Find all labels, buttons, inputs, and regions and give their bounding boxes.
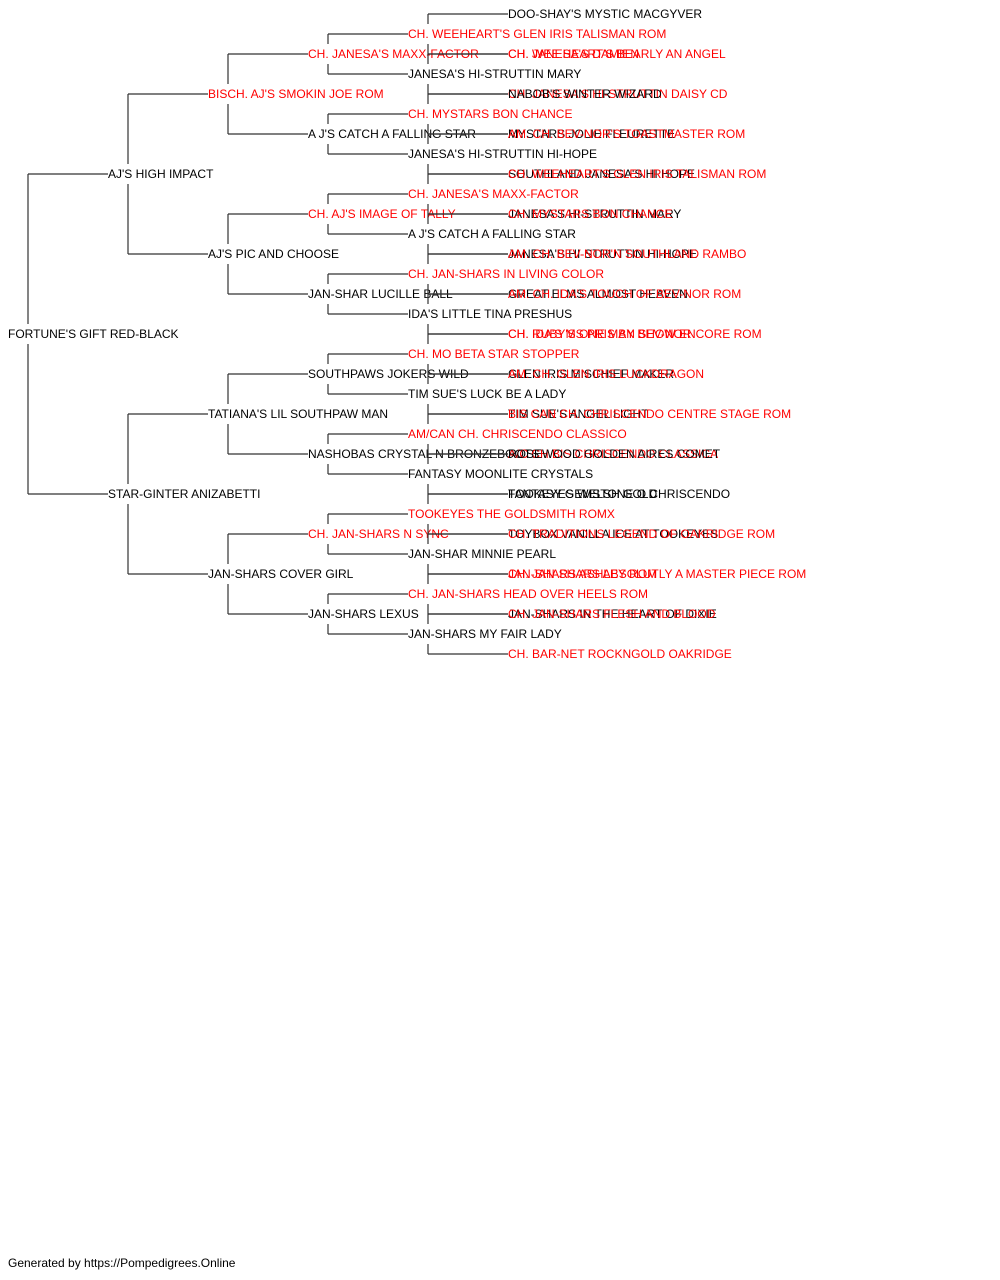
dog-name-ch-jan-shars-head-over-heels-rom[interactable]: CH. JAN-SHARS HEAD OVER HEELS ROM bbox=[408, 587, 648, 601]
dog-name-ida-s-little-tina-preshus[interactable]: IDA'S LITTLE TINA PRESHUS bbox=[408, 307, 572, 321]
dog-name-ch-janesa-s-maxx-factor[interactable]: CH. JANESA'S MAXX-FACTOR bbox=[308, 47, 479, 61]
dog-name-am-ch-ida-s-touch-of-bev-nor-rom[interactable]: AM. CH. IDA'S TOUCH OF BEV-NOR ROM bbox=[508, 287, 741, 301]
dog-name-jan-shars-ashley-rom[interactable]: JAN-SHARS ASHLEY ROM bbox=[508, 567, 657, 581]
dog-name-am-ch-bev-nor-n-southland-rambo[interactable]: AM. CH. BEV-NOR'N SOUTHLAND RAMBO bbox=[508, 247, 746, 261]
dog-name-glen-iris-mischief-maker[interactable]: GLEN IRIS MISCHIEF MAKER bbox=[508, 367, 674, 381]
dog-name-bis-can-ch-chriscendo-centre-stage-rom[interactable]: BIS CAN CH. CHRISCENDO CENTRE STAGE ROM bbox=[508, 407, 791, 421]
dog-name-southland-janesa-s-hi-hope[interactable]: SOUTHLAND JANESA'S HI HOPE bbox=[508, 167, 695, 181]
dog-name-ch-wee-heart-s-bearly-an-angel[interactable]: CH. WEE HEART'S BEARLY AN ANGEL bbox=[508, 47, 726, 61]
dog-name-tatiana-s-lil-southpaw-man[interactable]: TATIANA'S LIL SOUTHPAW MAN bbox=[208, 407, 388, 421]
dog-name-ch-mystars-bon-chance[interactable]: CH. MYSTARS BON CHANCE bbox=[508, 207, 672, 221]
dog-name-janesa-s-hi-struttin-mary[interactable]: JANESA'S HI-STRUTTIN MARY bbox=[408, 67, 581, 81]
dog-name-jan-shar-minnie-pearl[interactable]: JAN-SHAR MINNIE PEARL bbox=[408, 547, 556, 561]
dog-name-am-ch-bev-nor-s-toastmaster-rom[interactable]: AM. CH. BEV-NOR'S TOASTMASTER ROM bbox=[508, 127, 745, 141]
dog-name-fantasy-moonlite-crystals[interactable]: FANTASY MOONLITE CRYSTALS bbox=[408, 467, 593, 481]
dog-name-fortune-s-gift-red-black[interactable]: FORTUNE'S GIFT RED-BLACK bbox=[8, 327, 179, 341]
dog-name-ch-jan-shars-in-living-color[interactable]: CH. JAN-SHARS IN LIVING COLOR bbox=[408, 267, 604, 281]
dog-name-jan-shars-cover-girl[interactable]: JAN-SHARS COVER GIRL bbox=[208, 567, 354, 581]
dog-name-jan-shar-lucille-ball[interactable]: JAN-SHAR LUCILLE BALL bbox=[308, 287, 453, 301]
dog-name-janesa-s-hi-struttin-hi-hope[interactable]: JANESA'S HI-STRUTTIN HI-HOPE bbox=[408, 147, 597, 161]
dog-name-toybox-vanilla-ice-at-tookeyes[interactable]: TOYBOX VANILLA ICE AT TOOKEYES bbox=[508, 527, 718, 541]
dog-name-ch-traditions-legend-of-oakridge-rom[interactable]: CH. TRADITIONS LEGEND OF OAKRIDGE ROM bbox=[508, 527, 775, 541]
dog-name-ch-janesa-s-hi-struttin-daisy-cd[interactable]: CH. JANESA'S HI-STRUTTIN DAISY CD bbox=[508, 87, 728, 101]
dog-name-bisch-aj-s-smokin-joe-rom[interactable]: BISCH. AJ'S SMOKIN JOE ROM bbox=[208, 87, 384, 101]
dog-name-fantasy-gemstone-o-chriscendo[interactable]: FANTASY GEMSTONE O CHRISCENDO bbox=[508, 487, 730, 501]
dog-name-jan-shars-in-the-heart-of-dixie[interactable]: JAN-SHARS IN THE HEART OF DIXIE bbox=[508, 607, 717, 621]
dog-name-nabob-s-winter-wizard[interactable]: NABOB'S WINTER WIZARD bbox=[508, 87, 662, 101]
dog-name-ch-aj-s-image-of-tally[interactable]: CH. AJ'S IMAGE OF TALLY bbox=[308, 207, 456, 221]
dog-name-jan-shars-my-fair-lady[interactable]: JAN-SHARS MY FAIR LADY bbox=[408, 627, 562, 641]
dog-name-ch-ruby-s-one-man-show-encore-rom[interactable]: CH. RUBY'S ONE MAN SHOW ENCORE ROM bbox=[508, 327, 762, 341]
dog-name-star-ginter-anizabetti[interactable]: STAR-GINTER ANIZABETTI bbox=[108, 487, 260, 501]
dog-name-ch-jan-shars-flesh-and-blood[interactable]: CH. JAN-SHARS FLESH AND BLOOD bbox=[508, 607, 716, 621]
dog-name-southpaws-jokers-wild[interactable]: SOUTHPAWS JOKERS WILD bbox=[308, 367, 469, 381]
dog-name-mystars-jolie-fleurette[interactable]: MYSTARS JOLIE FLEURETTE bbox=[508, 127, 675, 141]
dog-name-am-can-ch-chriscendo-classico[interactable]: AM/CAN CH. CHRISCENDO CLASSICO bbox=[408, 427, 627, 441]
dog-name-ch-jan-shars-absolutly-a-master-piece-rom[interactable]: CH. JAN-SHARS ABSOLUTLY A MASTER PIECE R… bbox=[508, 567, 806, 581]
dog-name-tookeyes-welsh-gold[interactable]: TOOKEYES WELSH GOLD bbox=[508, 487, 657, 501]
dog-name-ch-weeheart-s-glen-iris-talisman-rom[interactable]: CH. WEEHEART'S GLEN IRIS TALISMAN ROM bbox=[408, 27, 666, 41]
dog-name-doo-shay-s-mystic-macgyver[interactable]: DOO-SHAY'S MYSTIC MACGYVER bbox=[508, 7, 702, 21]
dog-name-a-c-ch-bis-chriscendo-classica[interactable]: A/C CH.BIS CHRISCENDO CLASSICA bbox=[508, 447, 718, 461]
dog-name-tim-sue-s-luck-be-a-lady[interactable]: TIM SUE'S LUCK BE A LADY bbox=[408, 387, 566, 401]
dog-name-ch-ida-s-ms-pris-by-bev-nor[interactable]: CH. IDA'S MS PRIS BY BEV-NOR bbox=[508, 327, 692, 341]
dog-name-aj-s-pic-and-choose[interactable]: AJ'S PIC AND CHOOSE bbox=[208, 247, 339, 261]
dog-name-ch-jan-shars-n-sync[interactable]: CH. JAN-SHARS N SYNC bbox=[308, 527, 449, 541]
dog-name-great-elms-almost-heaven[interactable]: GREAT ELMS ALMOST HEAVEN bbox=[508, 287, 688, 301]
dog-name-ch-janesa-s-maxx-factor[interactable]: CH. JANESA'S MAXX-FACTOR bbox=[408, 187, 579, 201]
dog-name-aj-s-high-impact[interactable]: AJ'S HIGH IMPACT bbox=[108, 167, 214, 181]
dog-name-a-j-s-catch-a-falling-star[interactable]: A J'S CATCH A FALLING STAR bbox=[408, 227, 576, 241]
dog-name-ch-mystars-bon-chance[interactable]: CH. MYSTARS BON CHANCE bbox=[408, 107, 572, 121]
dog-name-tookeyes-the-goldsmith-romx[interactable]: TOOKEYES THE GOLDSMITH ROMX bbox=[408, 507, 615, 521]
dog-name-rosewood-golden-aires-comet[interactable]: ROSEWOOD GOLDEN AIRES COMET bbox=[508, 447, 721, 461]
dog-name-janesa-s-hi-struttin-mary[interactable]: JANESA'S HI-STRUTTIN MARY bbox=[508, 207, 681, 221]
dog-name-ch-mo-beta-star-stopper[interactable]: CH. MO BETA STAR STOPPER bbox=[408, 347, 580, 361]
dog-name-nashobas-crystal-n-bronzeboots[interactable]: NASHOBAS CRYSTAL N BRONZEBOOTS bbox=[308, 447, 539, 461]
dog-name-a-j-s-catch-a-falling-star[interactable]: A J'S CATCH A FALLING STAR bbox=[308, 127, 476, 141]
dog-name-jan-shars-lexus[interactable]: JAN-SHARS LEXUS bbox=[308, 607, 419, 621]
dog-name-ch-janesa-s-damien[interactable]: CH. JANESA'S DAMIEN bbox=[508, 47, 639, 61]
dog-name-ch-weeheart-s-glen-iris-talisman-rom[interactable]: CH. WEEHEART'S GLEN IRIS TALISMAN ROM bbox=[508, 167, 766, 181]
dog-name-ch-bar-net-rockngold-oakridge[interactable]: CH. BAR-NET ROCKNGOLD OAKRIDGE bbox=[508, 647, 732, 661]
dog-name-tim-sue-s-angel-light[interactable]: TIM SUE'S ANGEL LIGHT bbox=[508, 407, 649, 421]
dog-name-am-ch-glen-iris-luckdragon[interactable]: AM. CH. GLEN IRIS LUCKDRAGON bbox=[508, 367, 704, 381]
generated-by-footer: Generated by https://Pompedigrees.Online bbox=[8, 1256, 236, 1270]
dog-name-janesa-s-hi-struttin-hi-hope[interactable]: JANESA'S HI-STRUTTIN HI-HOPE bbox=[508, 247, 697, 261]
